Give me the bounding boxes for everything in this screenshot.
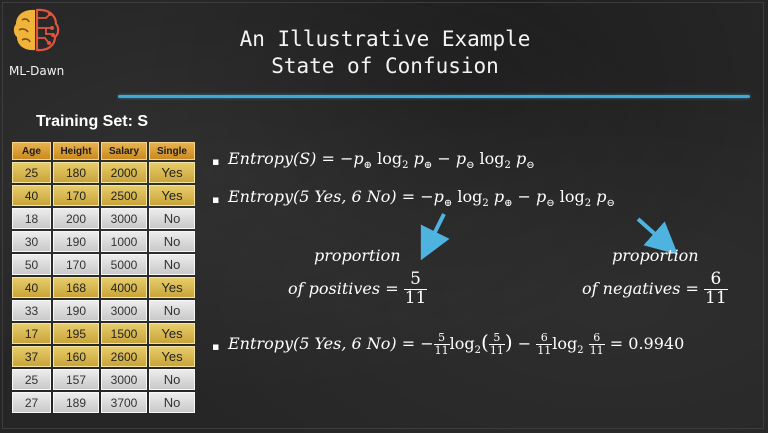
title-line-2: State of Confusion	[271, 54, 499, 78]
cell-single: Yes	[149, 346, 195, 367]
cell-salary: 4000	[101, 277, 147, 298]
bullet-2: ▪	[212, 193, 220, 206]
positive-numerator: 5	[403, 270, 428, 290]
cell-salary: 2000	[101, 162, 147, 183]
cell-height: 190	[53, 300, 99, 321]
title-line-1: An Illustrative Example	[239, 27, 531, 51]
cell-single: No	[149, 254, 195, 275]
negative-proportion-line-2: of negatives =	[582, 278, 699, 298]
bullet-1: ▪	[212, 155, 220, 168]
brain-circuit-icon	[13, 8, 60, 52]
cell-single: No	[149, 231, 195, 252]
cell-age: 40	[12, 185, 51, 206]
cell-height: 195	[53, 323, 99, 344]
cell-age: 25	[12, 369, 51, 390]
cell-age: 27	[12, 392, 51, 413]
negative-numerator: 6	[704, 270, 728, 290]
slide-frame	[2, 2, 764, 429]
cell-salary: 3000	[101, 300, 147, 321]
arrow-to-negative-proportion	[636, 217, 678, 255]
cell-single: Yes	[149, 185, 195, 206]
training-set-heading: Training Set: S	[36, 113, 149, 130]
cell-height: 189	[53, 392, 99, 413]
cell-height: 160	[53, 346, 99, 367]
negative-proportion-label: proportion of negatives = 6 11	[582, 246, 728, 308]
cell-salary: 1000	[101, 231, 147, 252]
entropy-computed-lhs: Entropy(5 Yes, 6 No)	[228, 334, 397, 353]
cell-salary: 2600	[101, 346, 147, 367]
cell-age: 37	[12, 346, 51, 367]
cell-height: 168	[53, 277, 99, 298]
column-header-single: Single	[149, 142, 195, 160]
cell-height: 170	[53, 185, 99, 206]
title-underline	[118, 95, 750, 98]
entropy-5yes-6no-formula: Entropy(5 Yes, 6 No) = −p⊕ log2 p⊕ − p⊖ …	[228, 187, 615, 209]
cell-single: Yes	[149, 277, 195, 298]
logo-text: ML-Dawn	[9, 64, 65, 78]
negative-fraction: 6 11	[704, 270, 728, 308]
cell-salary: 2500	[101, 185, 147, 206]
cell-age: 30	[12, 231, 51, 252]
slide-title: An Illustrative Example State of Confusi…	[150, 26, 620, 80]
cell-age: 40	[12, 277, 51, 298]
cell-height: 157	[53, 369, 99, 390]
positive-proportion-line-1: proportion	[314, 246, 401, 265]
positive-denominator: 11	[404, 287, 427, 308]
entropy-s-lhs: Entropy(S)	[228, 149, 317, 168]
cell-age: 33	[12, 300, 51, 321]
cell-salary: 5000	[101, 254, 147, 275]
column-header-height: Height	[53, 142, 99, 160]
cell-salary: 3700	[101, 392, 147, 413]
arrow-to-positive-proportion	[420, 213, 450, 261]
cell-single: No	[149, 208, 195, 229]
cell-salary: 3000	[101, 208, 147, 229]
cell-single: No	[149, 392, 195, 413]
bullet-3: ▪	[212, 340, 220, 353]
cell-single: Yes	[149, 323, 195, 344]
cell-height: 170	[53, 254, 99, 275]
cell-age: 18	[12, 208, 51, 229]
negative-denominator: 11	[705, 287, 727, 308]
cell-salary: 1500	[101, 323, 147, 344]
cell-single: No	[149, 369, 195, 390]
positive-fraction: 5 11	[403, 270, 428, 308]
cell-height: 200	[53, 208, 99, 229]
entropy-s-formula: Entropy(S) = −p⊕ log2 p⊕ − p⊖ log2 p⊖	[228, 149, 535, 171]
table-header-row: Age Height Salary Single	[12, 142, 195, 160]
cell-single: No	[149, 300, 195, 321]
positive-proportion-label: proportion of positives = 5 11	[288, 246, 428, 308]
cell-salary: 3000	[101, 369, 147, 390]
cell-height: 180	[53, 162, 99, 183]
entropy-5yes-6no-lhs: Entropy(5 Yes, 6 No)	[228, 187, 397, 206]
cell-single: Yes	[149, 162, 195, 183]
column-header-salary: Salary	[101, 142, 147, 160]
cell-height: 190	[53, 231, 99, 252]
cell-age: 50	[12, 254, 51, 275]
entropy-result: 0.9940	[628, 334, 685, 353]
negative-proportion-line-1: proportion	[612, 246, 699, 265]
cell-age: 25	[12, 162, 51, 183]
cell-age: 17	[12, 323, 51, 344]
positive-proportion-line-2: of positives =	[288, 278, 399, 298]
column-header-age: Age	[12, 142, 51, 160]
